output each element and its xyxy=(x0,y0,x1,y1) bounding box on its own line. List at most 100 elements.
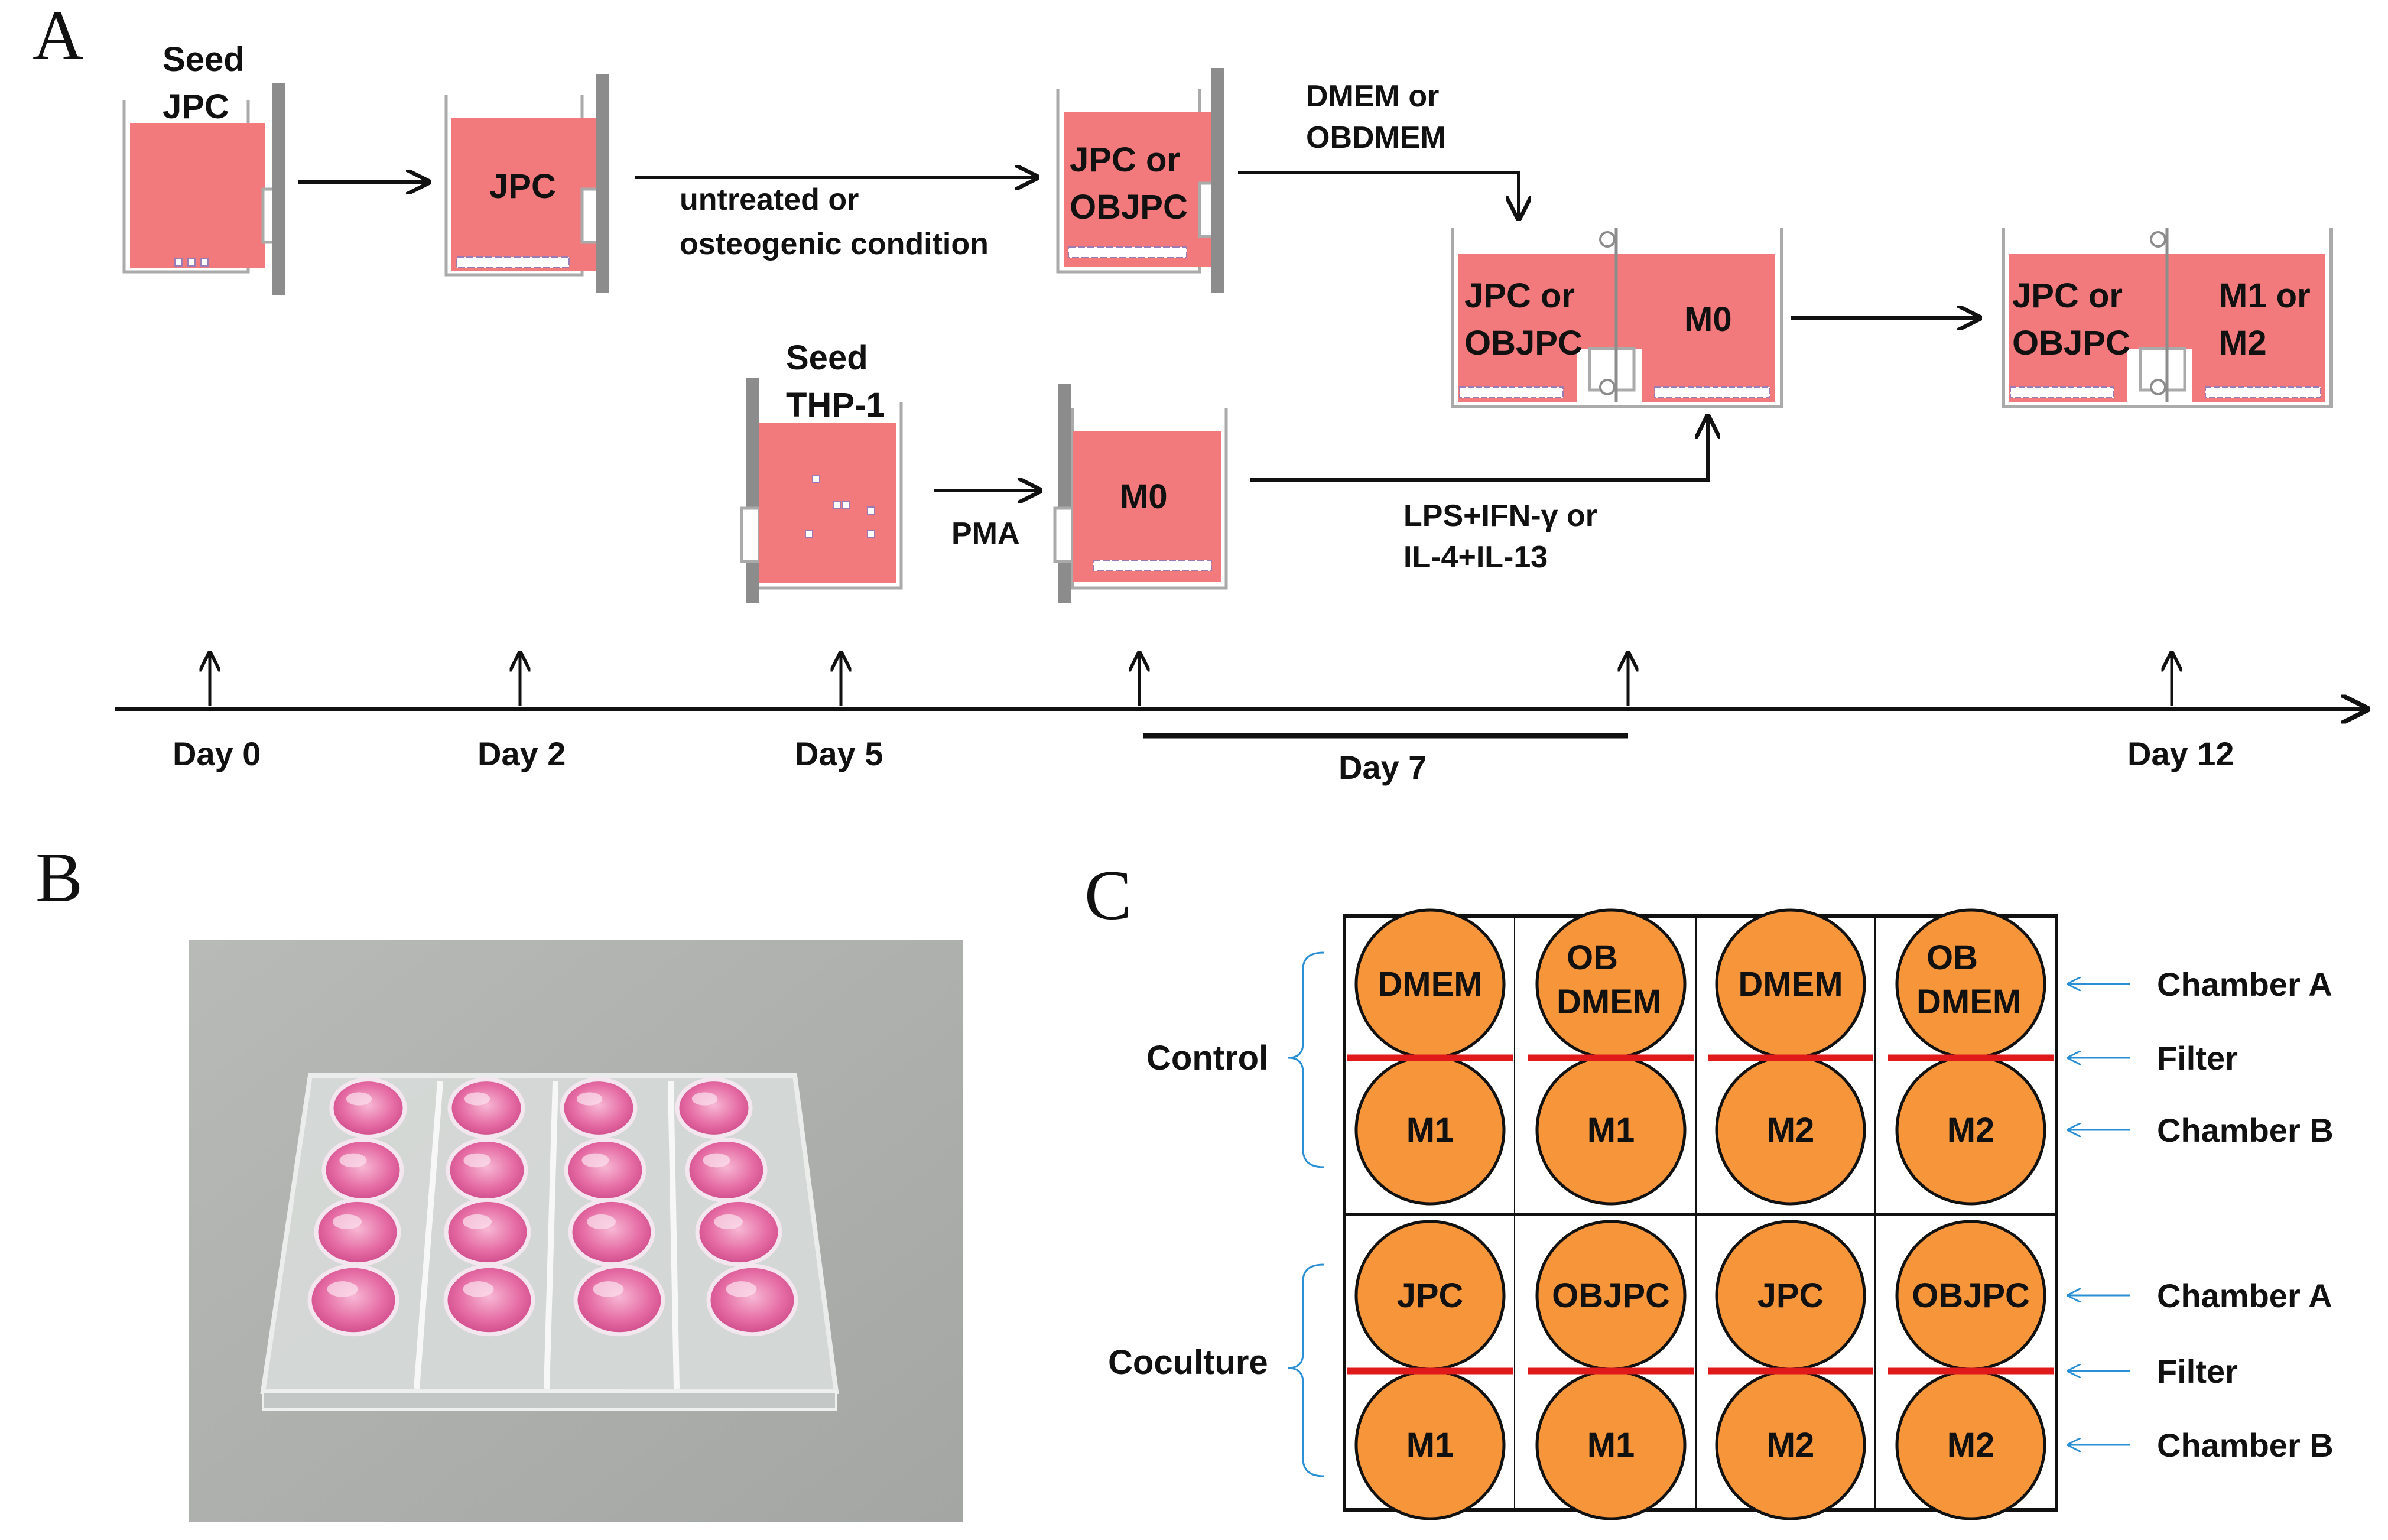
culture-vessel-thp1 xyxy=(740,378,903,603)
day2-jpc-label: JPC xyxy=(489,167,556,206)
pma-label: PMA xyxy=(951,516,1020,551)
svg-text:JPC or OBJPC: JPC or OBJPC xyxy=(1070,141,1190,226)
svg-text:LPS+IFN-γ or IL-4+IL-13: LPS+IFN-γ or IL-4+IL-13 xyxy=(1403,499,1606,574)
row-label-chamber-b-control: Chamber B xyxy=(2157,1112,2334,1149)
timeline: Day 0 Day 2 Day 5 Day 7 Day 12 xyxy=(115,653,2367,786)
well-coculture-chamber-b-2: M1 xyxy=(1535,1369,1687,1520)
insert-day12-right-line1: M1 or xyxy=(2219,277,2311,315)
photo-well xyxy=(444,1197,531,1267)
culture-vessel-day2 xyxy=(444,74,609,293)
row-label-chamber-b-coculture: Chamber B xyxy=(2157,1427,2334,1464)
seed-jpc-label-line2: JPC xyxy=(163,87,229,126)
culture-vessel-day0 xyxy=(122,83,285,295)
panel-label-b: B xyxy=(35,838,83,917)
well-coculture-chamber-a-3: JPC xyxy=(1715,1220,1866,1371)
label-day2: Day 2 xyxy=(477,735,566,772)
well-coculture-chamber-b-4: M2 xyxy=(1895,1369,2046,1520)
photo-well xyxy=(568,1197,655,1267)
seeded-cells xyxy=(174,258,209,267)
thp1-cells xyxy=(805,475,875,538)
seed-thp1-line1: Seed xyxy=(786,339,868,377)
svg-text:DMEM or OBDMEM: DMEM or OBDMEM xyxy=(1306,79,1448,155)
group-label-coculture: Coculture xyxy=(1108,1343,1268,1382)
insert-day12-left-line2: OBJPC xyxy=(2012,324,2130,362)
treatment-label-line2: osteogenic condition xyxy=(680,227,989,261)
row-label-filter-coculture: Filter xyxy=(2157,1353,2238,1390)
photo-well xyxy=(560,1077,638,1139)
photo-well xyxy=(314,1197,401,1267)
well-label: OBJPC xyxy=(1912,1276,2030,1315)
well-label: M2 xyxy=(1947,1111,1995,1149)
svg-text:M1 or M2: M1 or M2 xyxy=(2219,277,2320,362)
well-label: M1 xyxy=(1406,1111,1454,1149)
row-label-filter-control: Filter xyxy=(2157,1039,2238,1077)
well-label: M2 xyxy=(1947,1426,1995,1464)
well-label: OBJPC xyxy=(1552,1276,1670,1315)
svg-text:JPC or OBJPC: JPC or OBJPC xyxy=(2012,277,2132,362)
panel-label-c: C xyxy=(1084,856,1132,934)
photo-well xyxy=(446,1138,528,1203)
svg-text:untreated or osteogenic: untreated or osteogenic condition xyxy=(680,183,989,261)
photo-well xyxy=(321,1138,404,1203)
well-control-chamber-a-3: DMEM xyxy=(1715,908,1866,1060)
well-coculture-chamber-a-2: OBJPC xyxy=(1535,1220,1687,1371)
insert-day12-left-line1: JPC or xyxy=(2012,277,2123,315)
well-control-chamber-b-2: M1 xyxy=(1535,1054,1687,1206)
panel-b-photo-culture-plate xyxy=(189,940,963,1522)
m0-vessel-label: M0 xyxy=(1120,477,1168,516)
well-label: M2 xyxy=(1767,1111,1815,1149)
photo-well xyxy=(706,1263,798,1337)
panel-label-a: A xyxy=(33,0,84,74)
row-label-chamber-a-control: Chamber A xyxy=(2157,966,2332,1003)
well-label: M1 xyxy=(1587,1111,1635,1149)
treatment-label-line1: untreated or xyxy=(680,183,859,217)
label-day7: Day 7 xyxy=(1338,749,1427,786)
well-label: JPC xyxy=(1397,1276,1464,1315)
insert-day7-right-label: M0 xyxy=(1684,300,1732,339)
well-label: DMEM xyxy=(1377,965,1482,1003)
label-day12: Day 12 xyxy=(2127,735,2234,772)
brace-control xyxy=(1288,951,1324,1168)
insert-day7-left-line2: OBJPC xyxy=(1464,324,1583,362)
photo-well xyxy=(573,1263,665,1337)
photo-well xyxy=(329,1077,407,1139)
well-label: M1 xyxy=(1406,1426,1454,1464)
well-label: JPC xyxy=(1757,1276,1824,1315)
photo-well xyxy=(443,1263,535,1337)
brace-coculture xyxy=(1288,1263,1324,1477)
label-day5: Day 5 xyxy=(795,735,883,772)
double-chamber-insert-day7 xyxy=(1451,228,1783,408)
well-coculture-chamber-a-4: OBJPC xyxy=(1895,1220,2046,1371)
stimulation-line1: LPS+IFN-γ or xyxy=(1403,499,1597,533)
photo-well xyxy=(695,1197,782,1267)
photo-well xyxy=(564,1138,646,1203)
panel-a-timeline-diagram: Seed JPC JPC untreated or osteogenic con… xyxy=(115,40,2367,786)
well-control-chamber-b-3: M2 xyxy=(1715,1054,1866,1206)
seed-thp1-line2: THP-1 xyxy=(786,386,885,424)
photo-well xyxy=(675,1077,753,1139)
well-label: DMEM xyxy=(1738,965,1843,1003)
culture-vessel-jpc-or-objpc xyxy=(1056,68,1224,293)
well-coculture-chamber-b-1: M1 xyxy=(1354,1369,1506,1520)
well-label: M1 xyxy=(1587,1426,1635,1464)
svg-text:JPC or OBJPC: JPC or OBJPC xyxy=(1464,277,1584,362)
pink-wells xyxy=(307,1077,798,1337)
photo-well xyxy=(447,1077,525,1139)
insert-day7-left-line1: JPC or xyxy=(1464,277,1575,315)
well-coculture-chamber-a-1: JPC xyxy=(1354,1220,1506,1371)
well-control-chamber-a-1: DMEM xyxy=(1354,908,1506,1060)
jpc-or-objpc-line1: JPC or xyxy=(1070,141,1180,179)
well-control-chamber-b-4: M2 xyxy=(1895,1054,2046,1206)
svg-text:Seed JPC: Seed JPC xyxy=(163,40,254,126)
photo-well xyxy=(307,1263,399,1337)
label-day0: Day 0 xyxy=(173,735,261,772)
arrow-media-to-insert xyxy=(1238,171,1519,219)
well-control-chamber-b-1: M1 xyxy=(1354,1054,1506,1206)
media-label-line1: DMEM or xyxy=(1306,79,1439,113)
